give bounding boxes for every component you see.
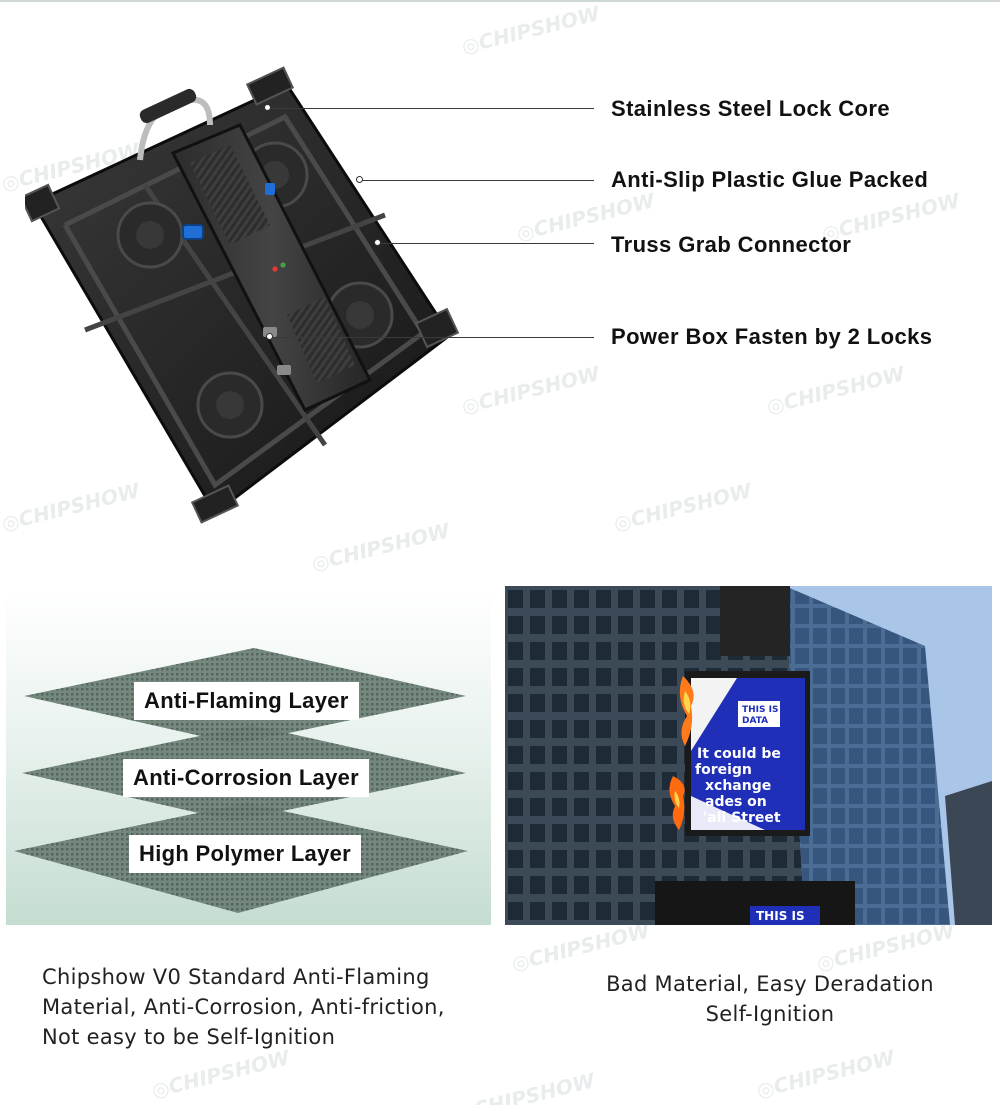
callout-line (268, 108, 594, 109)
watermark: CHIPSHOW (459, 1, 602, 58)
watermark: CHIPSHOW (454, 1068, 597, 1105)
feature-label-power-box: Power Box Fasten by 2 Locks (611, 324, 933, 349)
layer-label-high-polymer: High Polymer Layer (129, 835, 362, 873)
callout-dot (356, 176, 363, 183)
layer-label-anti-corrosion: Anti-Corrosion Layer (123, 759, 370, 797)
watermark: CHIPSHOW (754, 1045, 897, 1102)
layer-label-anti-flaming: Anti-Flaming Layer (134, 682, 359, 720)
caption-left-line2: Material, Anti-Corrosion, Anti-friction, (42, 995, 445, 1019)
watermark: CHIPSHOW (459, 361, 602, 418)
caption-bad-material: Bad Material, Easy Deradation Self-Ignit… (565, 969, 975, 1029)
callout-dot (374, 239, 381, 246)
billboard-line4: ades on (705, 794, 767, 810)
callout-line (270, 337, 594, 338)
caption-left-line3: Not easy to be Self-Ignition (42, 1025, 336, 1049)
caption-chipshow-material: Chipshow V0 Standard Anti-Flaming Materi… (42, 962, 482, 1052)
watermark: CHIPSHOW (149, 1045, 292, 1102)
burning-building-illustration: THIS IS DATA It could be foreign xchange… (505, 586, 992, 925)
watermark: CHIPSHOW (509, 918, 652, 975)
callout-line (360, 180, 594, 181)
feature-label-truss-grab: Truss Grab Connector (611, 232, 852, 257)
watermark: CHIPSHOW (309, 518, 452, 575)
top-border-line (0, 0, 1000, 2)
caption-right-line1: Bad Material, Easy Deradation (606, 972, 934, 996)
watermark: CHIPSHOW (611, 478, 754, 535)
billboard-badge-line1: THIS IS (742, 705, 778, 715)
lower-screen-text: THIS IS (756, 909, 805, 923)
feature-label-anti-slip: Anti-Slip Plastic Glue Packed (611, 167, 929, 192)
billboard-line5: 'all Street (703, 810, 781, 826)
feature-label-lock-core: Stainless Steel Lock Core (611, 96, 890, 121)
callout-dot (264, 104, 271, 111)
watermark: CHIPSHOW (814, 918, 957, 975)
led-cabinet-image (19, 65, 465, 525)
watermark: CHIPSHOW (764, 361, 907, 418)
material-layers-panel: Anti-Flaming Layer Anti-Corrosion Layer … (6, 588, 491, 925)
caption-left-line1: Chipshow V0 Standard Anti-Flaming (42, 965, 430, 989)
callout-dot (266, 333, 273, 340)
caption-right-line2: Self-Ignition (705, 1002, 835, 1026)
billboard-line3: xchange (705, 778, 771, 794)
mesh-layers-illustration (14, 648, 468, 913)
billboard-line2: foreign (695, 762, 752, 778)
burning-billboard-photo: THIS IS DATA It could be foreign xchange… (505, 586, 992, 925)
billboard-line1: It could be (697, 746, 781, 762)
billboard-badge-line2: DATA (742, 716, 768, 726)
led-cabinet-illustration (19, 66, 460, 524)
callout-line (378, 243, 594, 244)
